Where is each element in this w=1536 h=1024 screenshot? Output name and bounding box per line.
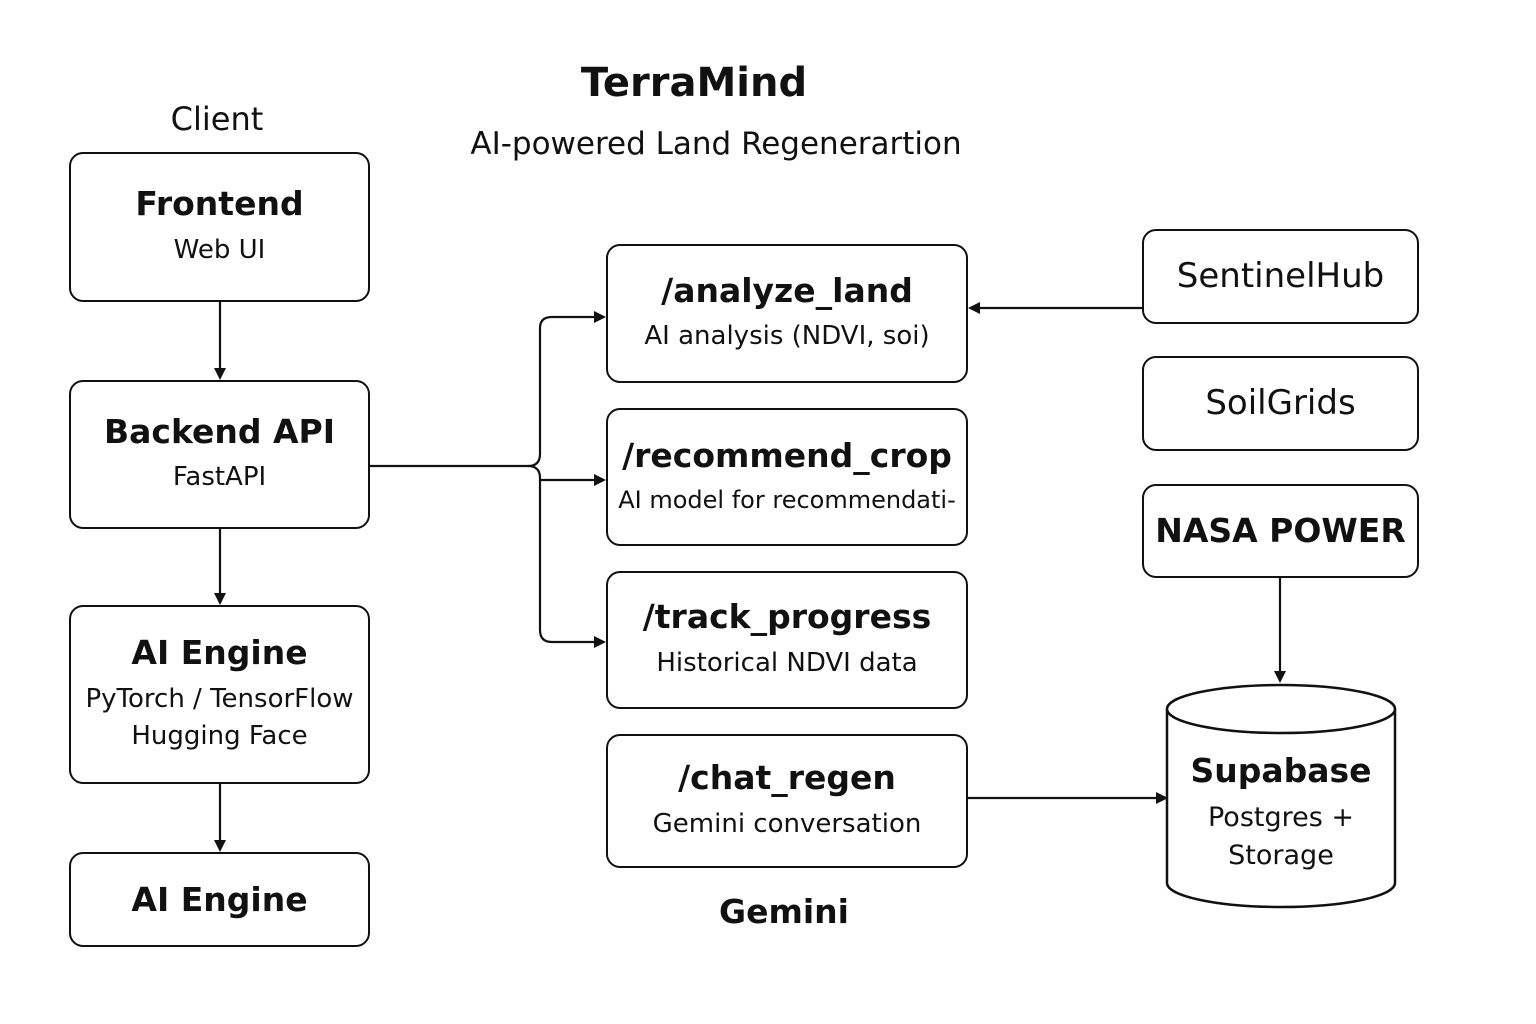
backend-api-title: Backend API bbox=[103, 411, 336, 451]
supabase-line2: Storage bbox=[1228, 839, 1334, 871]
recommend-crop-title: /recommend_crop bbox=[622, 435, 952, 475]
nasa-power-node[interactable]: NASA POWER bbox=[1142, 484, 1419, 578]
supabase-database-node[interactable] bbox=[1165, 683, 1397, 909]
sentinelhub-title: SentinelHub bbox=[1176, 256, 1385, 297]
chat-regen-title: /chat_regen bbox=[678, 758, 896, 798]
connector-backend-to-track-progress bbox=[538, 480, 606, 648]
supabase-title: Supabase bbox=[1190, 751, 1372, 790]
analyze-land-title: /analyze_land bbox=[661, 270, 913, 310]
connector-backend-to-recommend-crop bbox=[527, 464, 606, 486]
analyze-land-node[interactable]: /analyze_land AI analysis (NDVI, soi) bbox=[606, 244, 968, 383]
frontend-subtitle: Web UI bbox=[173, 234, 266, 265]
ai-engine-line1: PyTorch / TensorFlow bbox=[85, 683, 354, 714]
ai-engine-node[interactable]: AI Engine PyTorch / TensorFlow Hugging F… bbox=[69, 605, 370, 784]
diagram-subtitle: AI-powered Land Regenerartion bbox=[470, 126, 962, 162]
recommend-crop-node[interactable]: /recommend_crop AI model for recommendat… bbox=[606, 408, 968, 546]
frontend-node[interactable]: Frontend Web UI bbox=[69, 152, 370, 302]
frontend-title: Frontend bbox=[135, 184, 304, 224]
track-progress-node[interactable]: /track_progress Historical NDVI data bbox=[606, 571, 968, 709]
client-label: Client bbox=[170, 100, 264, 138]
track-progress-subtitle: Historical NDVI data bbox=[656, 647, 918, 678]
sentinelhub-node[interactable]: SentinelHub bbox=[1142, 229, 1419, 324]
ai-engine-secondary-node[interactable]: AI Engine bbox=[69, 852, 370, 947]
backend-api-subtitle: FastAPI bbox=[172, 462, 267, 493]
ai-engine-title: AI Engine bbox=[131, 633, 308, 673]
ai-engine-secondary-title: AI Engine bbox=[131, 879, 308, 919]
ai-engine-line2: Hugging Face bbox=[131, 721, 308, 752]
soilgrids-node[interactable]: SoilGrids bbox=[1142, 356, 1419, 451]
nasa-power-title: NASA POWER bbox=[1155, 511, 1406, 551]
database-icon bbox=[1165, 683, 1397, 735]
supabase-line1: Postgres + bbox=[1207, 801, 1355, 833]
diagram-title: TerraMind bbox=[580, 60, 808, 106]
backend-api-node[interactable]: Backend API FastAPI bbox=[69, 380, 370, 529]
analyze-land-subtitle: AI analysis (NDVI, soi) bbox=[644, 321, 930, 352]
chat-regen-subtitle: Gemini conversation bbox=[652, 808, 922, 839]
chat-regen-node[interactable]: /chat_regen Gemini conversation bbox=[606, 734, 968, 868]
connector-backend-trunk bbox=[370, 311, 606, 468]
recommend-crop-subtitle: AI model for recommendati- bbox=[618, 486, 956, 515]
supabase-label-group: Supabase Postgres + Storage bbox=[1167, 750, 1395, 874]
track-progress-title: /track_progress bbox=[642, 597, 932, 637]
gemini-label: Gemini bbox=[719, 892, 849, 931]
soilgrids-title: SoilGrids bbox=[1205, 383, 1356, 424]
